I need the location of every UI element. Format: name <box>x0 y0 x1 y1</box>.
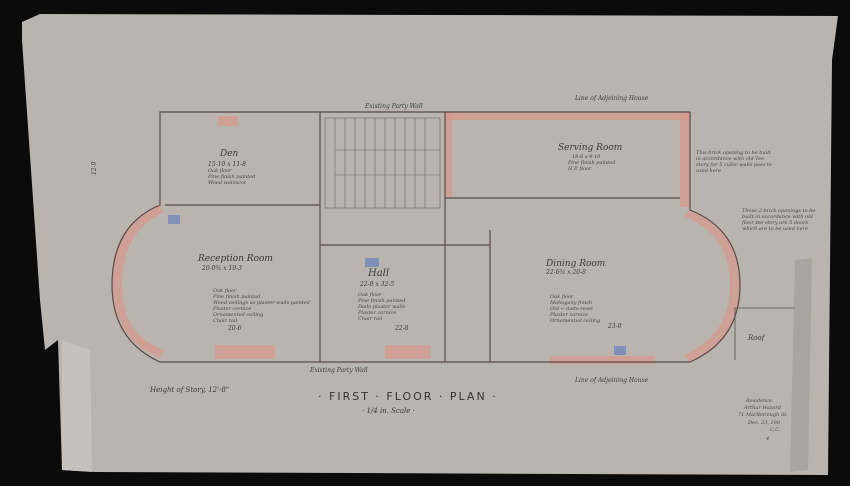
stamp-line: C.C. <box>770 427 781 433</box>
den-note: Wood wainscot <box>208 180 247 186</box>
adjoining-top: Line of Adjoining House <box>574 95 649 102</box>
wall-bottom-right <box>550 356 655 364</box>
hall-size: 22-0 x 32-5 <box>359 281 394 288</box>
stamp-line: Dec. 23, 190 <box>747 420 781 426</box>
chimney-bottom-mid <box>385 345 430 359</box>
staircase <box>324 117 441 209</box>
wall-top-right <box>445 112 690 120</box>
interior-walls <box>165 112 680 362</box>
stamp-line: Arthur Hazard <box>743 405 781 411</box>
note-line: Oak floor <box>550 294 574 300</box>
den-note: Oak floor <box>208 168 232 174</box>
adjoining-bottom: Line of Adjoining House <box>574 377 649 384</box>
note-line: Plaster cornice <box>357 310 396 316</box>
dining-name: Dining Room <box>545 259 605 269</box>
note-line: Pine finish painted <box>212 294 260 300</box>
den-name: Den <box>219 149 239 159</box>
overall-dim: 12-9 <box>91 161 98 175</box>
stamp-line: 71 Marlborough St. <box>738 412 788 418</box>
plan-scale: · 1/4 in. Scale · <box>362 407 415 415</box>
reception-size: 20-0¾ x 19-3 <box>201 265 242 272</box>
roof-line <box>734 307 795 360</box>
note-line: Dado plaster walls <box>357 304 406 310</box>
side-note-2: These 2 brick openings to be built in ac… <box>742 208 816 232</box>
note-line: Ornamented ceiling <box>213 312 263 318</box>
wall-serving-left <box>445 112 452 197</box>
roof-label: Roof <box>747 334 766 342</box>
hall-notes: Oak floor Pine finish painted Dado plast… <box>357 292 406 322</box>
bay-left-wall <box>111 205 164 358</box>
exterior-wall <box>111 111 741 363</box>
note-line: Chair rail <box>358 316 383 322</box>
note-line: Pine finish painted <box>357 298 405 304</box>
den-note: Pine finish painted <box>207 174 255 180</box>
serving-size: 18-6 x 9-10 <box>572 154 601 160</box>
paper-tear <box>62 340 92 472</box>
side-note-text: This brick opening to be built in accord… <box>696 150 772 174</box>
note-line: Plaster cornice <box>212 306 251 312</box>
den-size: 15-10 x 11-8 <box>208 161 246 168</box>
note-line: Mahogany finish <box>549 300 592 306</box>
reception-notes: Oak floor Pine finish painted Wood ceili… <box>212 288 310 324</box>
note-line: Plaster cornice <box>549 312 588 318</box>
stamp-line: 4 <box>765 436 769 442</box>
dining-notes: Oak floor Mahogany finish Old ~ dado res… <box>549 294 600 324</box>
paper-fold <box>790 258 812 472</box>
party-wall-bottom: Existing Party Wall <box>309 367 368 374</box>
note-line: Ornamented ceiling <box>550 318 600 324</box>
note-line: Chair rail <box>213 318 238 324</box>
stamp-line: Residence <box>745 398 772 404</box>
party-wall-top: Existing Party Wall <box>364 103 423 110</box>
serving-name: Serving Room <box>558 143 622 153</box>
plan-title: · FIRST · FLOOR · PLAN · <box>318 390 498 403</box>
reception-name: Reception Room <box>197 254 273 264</box>
story-height: Height of Story, 12'-8" <box>149 386 229 394</box>
dining-size: 22-6¾ x 20-8 <box>545 269 586 276</box>
wall-right <box>680 112 690 207</box>
side-note: This brick opening to be built in accord… <box>696 150 772 174</box>
serving-note: Pine finish painted <box>567 160 615 166</box>
window-blue-den <box>168 215 180 224</box>
note-line: Wood ceilings as plaster walls painted <box>213 300 310 306</box>
note-line: Oak floor <box>358 292 382 298</box>
note-line: Oak floor <box>213 288 237 294</box>
chimney-bottom-left <box>215 345 275 359</box>
window-blue-dining <box>614 346 626 355</box>
note-line: Old ~ dado reset <box>550 306 594 312</box>
chimney-den <box>218 116 238 126</box>
dining-width: 23-0 <box>607 323 622 330</box>
reception-width: 20-6 <box>227 325 242 332</box>
hall-width: 22-8 <box>394 325 409 332</box>
stamp-block: Residence Arthur Hazard 71 Marlborough S… <box>738 398 788 442</box>
serving-note: H.P. floor <box>567 166 592 172</box>
window-blue-hall <box>365 258 379 267</box>
side-note-2-text: These 2 brick openings to be built in ac… <box>742 208 816 232</box>
bay-right-wall <box>684 210 740 362</box>
hall-name: Hall <box>367 268 389 279</box>
